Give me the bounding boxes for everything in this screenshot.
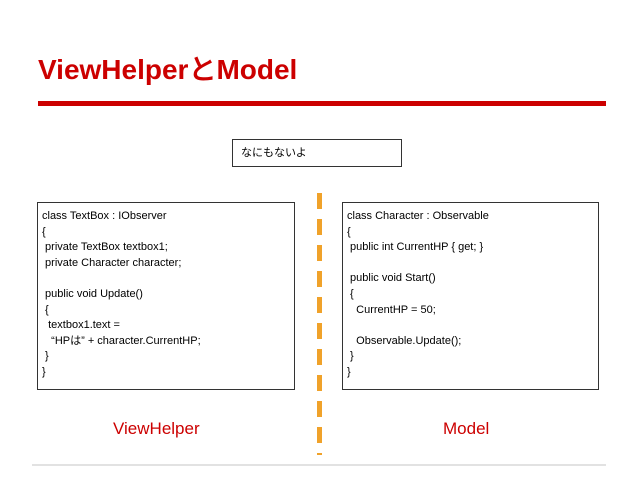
slide-title: ViewHelperとModel (38, 54, 298, 85)
model-code-box: class Character : Observable { public in… (342, 202, 599, 390)
code-line: class TextBox : IObserver (42, 210, 167, 222)
code-line: { (42, 303, 49, 316)
footer-rule (32, 464, 606, 466)
view-text-box: なにもないよ (232, 139, 402, 167)
code-line: } (347, 350, 354, 363)
code-line: { (42, 225, 46, 238)
code-line: public void Start() (347, 272, 436, 285)
code-line: CurrentHP = 50; (347, 303, 436, 316)
code-line (42, 271, 290, 287)
code-line (347, 256, 594, 272)
code-line: Observable.Update(); (347, 334, 462, 347)
code-line: “HPは” + character.CurrentHP; (42, 334, 201, 347)
code-line: public void Update() (42, 287, 143, 300)
code-line: } (347, 365, 351, 378)
code-line: { (347, 287, 354, 300)
model-label: Model (443, 419, 490, 438)
code-line: } (42, 365, 46, 378)
code-line: { (347, 225, 351, 238)
code-line: private TextBox textbox1; (42, 241, 168, 254)
code-line: private Character character; (42, 256, 182, 269)
code-line (347, 318, 594, 334)
code-line: } (42, 350, 49, 363)
viewhelper-label: ViewHelper (113, 419, 200, 438)
viewhelper-code-box: class TextBox : IObserver { private Text… (37, 202, 295, 390)
code-line: public int CurrentHP { get; } (347, 241, 484, 254)
code-line: textbox1.text = (42, 319, 120, 332)
title-underline (38, 101, 606, 106)
code-line: class Character : Observable (347, 210, 489, 222)
divider-dashed-line (317, 193, 322, 455)
